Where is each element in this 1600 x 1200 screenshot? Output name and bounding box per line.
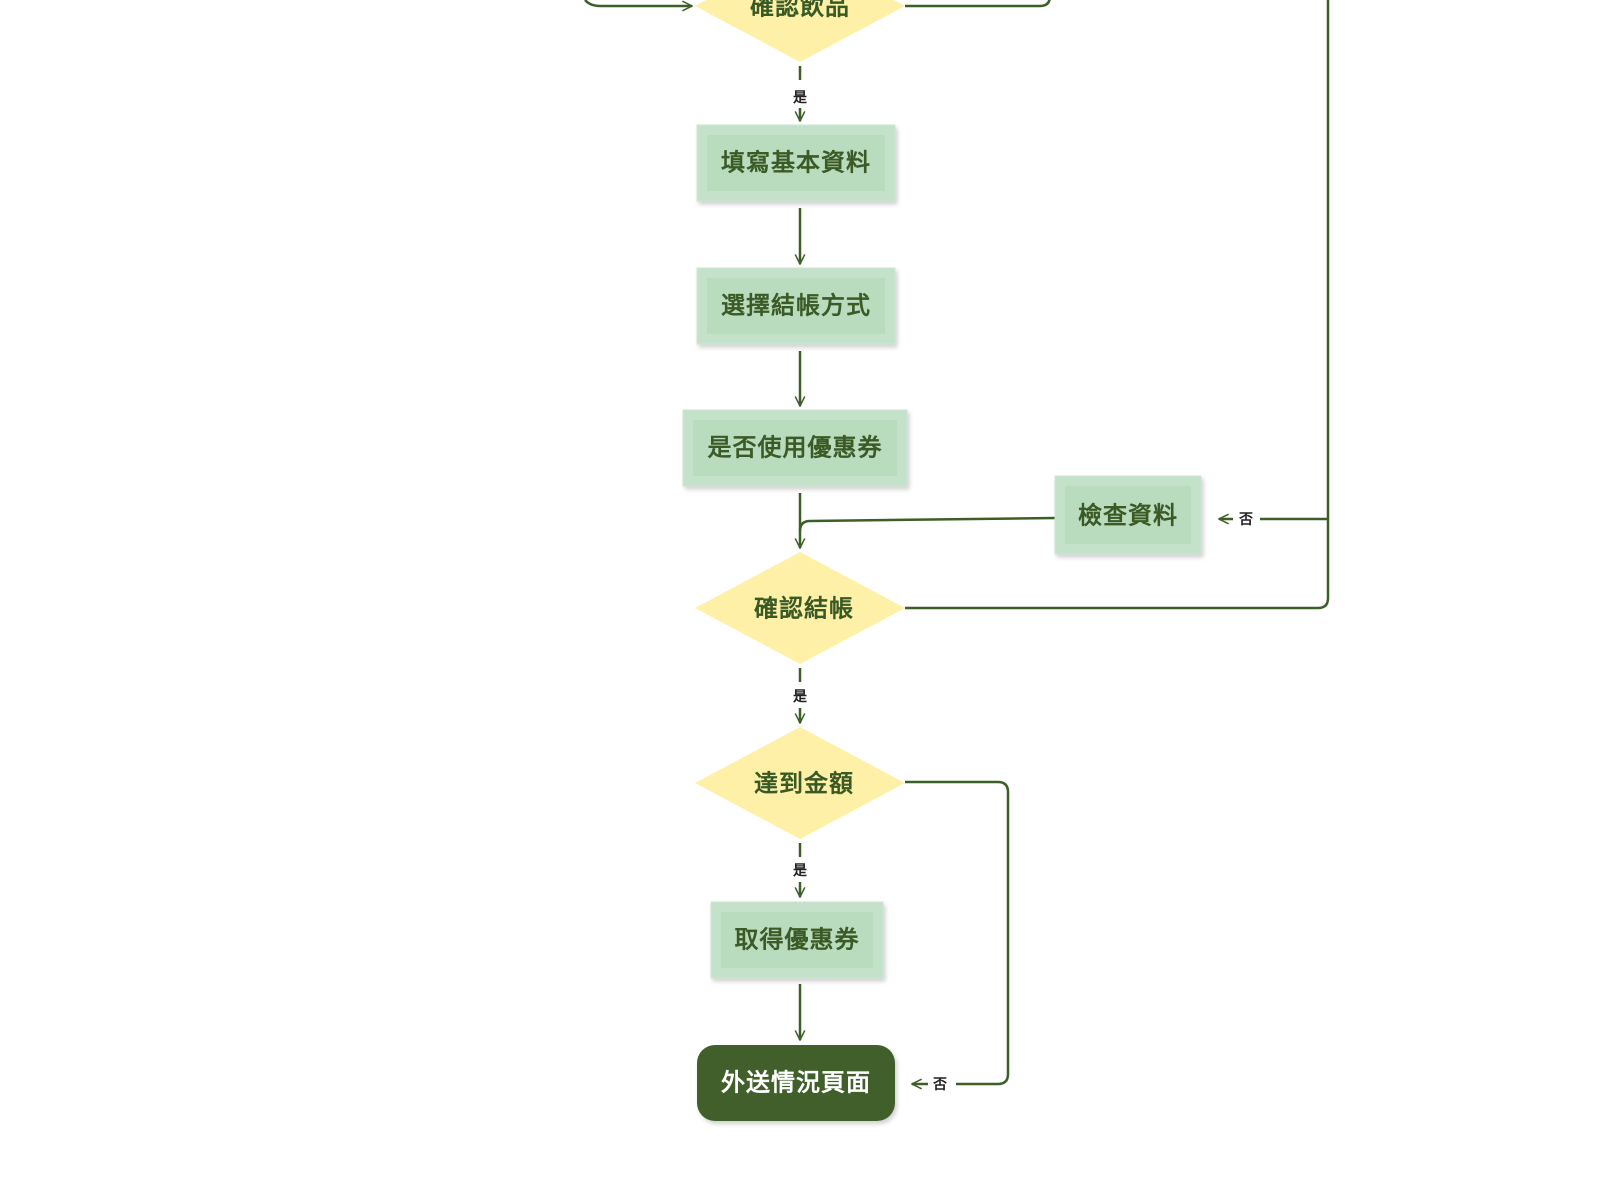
- node-label-get-coupon: 取得優惠券: [735, 925, 860, 954]
- edge-reach-amount-no: [905, 780, 1010, 1086]
- node-label-confirm-drink: 確認飲品: [750, 0, 850, 21]
- edge-label-no-2: 否: [932, 1077, 947, 1093]
- process-choose-checkout[interactable]: 選擇結帳方式: [696, 267, 896, 345]
- edge-into-confirm-drink: [584, 0, 692, 6]
- edge-right-loop: [905, 0, 1330, 610]
- process-use-coupon[interactable]: 是否使用優惠券: [682, 409, 908, 487]
- decision-confirm-drink[interactable]: 確認飲品: [695, 0, 905, 62]
- node-label-fill-info: 填寫基本資料: [721, 148, 871, 177]
- node-label-confirm-checkout: 確認結帳: [754, 594, 854, 623]
- process-check-info[interactable]: 檢查資料: [1054, 475, 1202, 555]
- edge-label-yes-1: 是: [793, 90, 808, 106]
- terminal-delivery-page[interactable]: 外送情況頁面: [697, 1045, 895, 1121]
- decision-reach-amount[interactable]: 達到金額: [695, 727, 905, 839]
- edge-label-yes-3: 是: [793, 863, 808, 879]
- node-label-delivery-page: 外送情況頁面: [721, 1068, 871, 1097]
- node-label-choose-checkout: 選擇結帳方式: [721, 291, 871, 320]
- edge-check-info-to-main: [798, 516, 1056, 532]
- decision-confirm-checkout[interactable]: 確認結帳: [695, 552, 905, 664]
- edge-labels: 是 是 是 否 否: [793, 90, 1253, 1093]
- node-label-check-info: 檢查資料: [1078, 501, 1178, 530]
- node-label-reach-amount: 達到金額: [754, 769, 854, 798]
- edges: [584, 0, 1330, 1086]
- edge-confirm-drink-right: [905, 0, 1051, 8]
- process-get-coupon[interactable]: 取得優惠券: [710, 901, 884, 979]
- node-label-use-coupon: 是否使用優惠券: [708, 433, 883, 462]
- edge-label-yes-2: 是: [793, 689, 808, 705]
- process-fill-info[interactable]: 填寫基本資料: [696, 124, 896, 202]
- edge-label-no-1: 否: [1238, 512, 1253, 528]
